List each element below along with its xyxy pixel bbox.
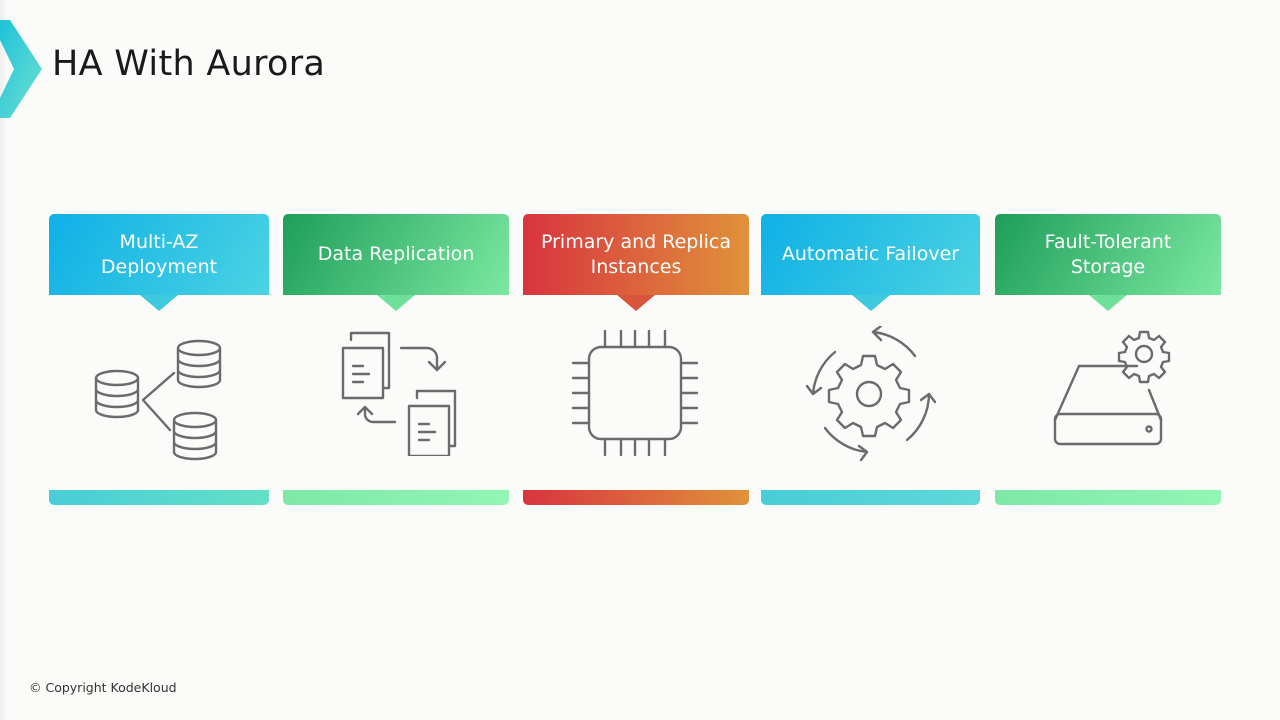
- gear-cycle-icon: [761, 326, 980, 466]
- card-pointer: [1089, 295, 1127, 311]
- card-title-line1: Multi-AZ: [119, 230, 199, 253]
- card-automatic-failover: Automatic Failover: [761, 214, 980, 505]
- card-footer-bar: [283, 490, 509, 505]
- card-data-replication: Data Replication: [283, 214, 509, 505]
- storage-gear-icon: [995, 328, 1221, 468]
- page-title: HA With Aurora: [52, 44, 326, 84]
- card-title-line1: Automatic Failover: [781, 243, 960, 265]
- card-pointer: [617, 295, 655, 311]
- card-pointer: [377, 295, 415, 311]
- card-pointer: [851, 295, 890, 311]
- card-title-line1: Primary and Replica: [541, 230, 731, 253]
- card-header: Data Replication: [283, 214, 509, 311]
- card-title-line2: Deployment: [100, 255, 218, 278]
- database-replication-icon: [49, 332, 269, 472]
- card-title-line1: Data Replication: [317, 243, 475, 265]
- card-footer-bar: [995, 490, 1221, 505]
- left-edge-shade: [0, 0, 8, 720]
- document-sync-icon: [283, 326, 509, 466]
- card-footer-bar: [523, 490, 749, 505]
- card-title-line2: Storage: [1070, 255, 1146, 278]
- card-footer-bar: [49, 490, 269, 505]
- card-title-line1: Fault-Tolerant: [1044, 230, 1172, 253]
- card-header: Automatic Failover: [761, 214, 980, 311]
- chip-icon: [523, 330, 749, 470]
- card-pointer: [140, 295, 178, 311]
- card-footer-bar: [761, 490, 980, 505]
- card-title-line2: Instances: [590, 255, 682, 278]
- kodekloud-chevron-logo: [0, 20, 42, 118]
- copyright-text: © Copyright KodeKloud: [29, 680, 177, 695]
